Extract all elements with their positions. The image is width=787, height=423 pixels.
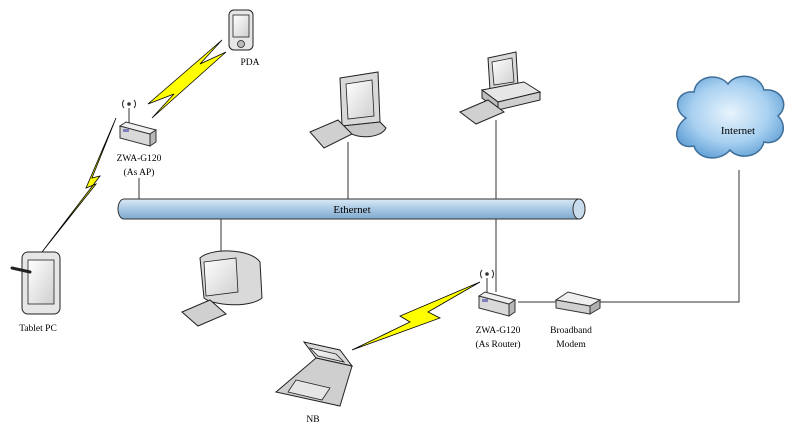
modem-icon xyxy=(554,291,602,315)
tablet-icon xyxy=(10,251,61,315)
lightning-icon xyxy=(41,117,117,253)
internet-label: Internet xyxy=(721,125,755,137)
router-icon xyxy=(477,269,517,317)
cloud-icon: Internet xyxy=(676,75,785,159)
pda-label: PDA xyxy=(240,58,259,68)
lightning-icon xyxy=(147,39,227,119)
desktop-icon xyxy=(309,71,387,149)
ap-name-label: ZWA-G120 xyxy=(117,154,162,164)
modem-label-line2: Modem xyxy=(556,340,586,350)
desktop-icon xyxy=(181,250,263,327)
ethernet-bus: Ethernet xyxy=(117,198,586,220)
modem-label-line1: Broadband xyxy=(550,326,592,336)
ap-mode-label: (As AP) xyxy=(124,167,155,178)
pda-icon xyxy=(228,9,254,51)
laptop-icon xyxy=(274,341,354,407)
tablet-label: Tablet PC xyxy=(19,324,57,334)
network-links xyxy=(138,120,740,303)
desktop-icon xyxy=(459,51,542,125)
lightning-icon xyxy=(351,281,481,351)
access-point-icon xyxy=(118,99,158,147)
notebook-label: NB xyxy=(306,415,319,423)
ethernet-label: Ethernet xyxy=(333,204,370,216)
router-name-label: ZWA-G120 xyxy=(476,326,521,336)
router-mode-label: (As Router) xyxy=(475,339,520,350)
